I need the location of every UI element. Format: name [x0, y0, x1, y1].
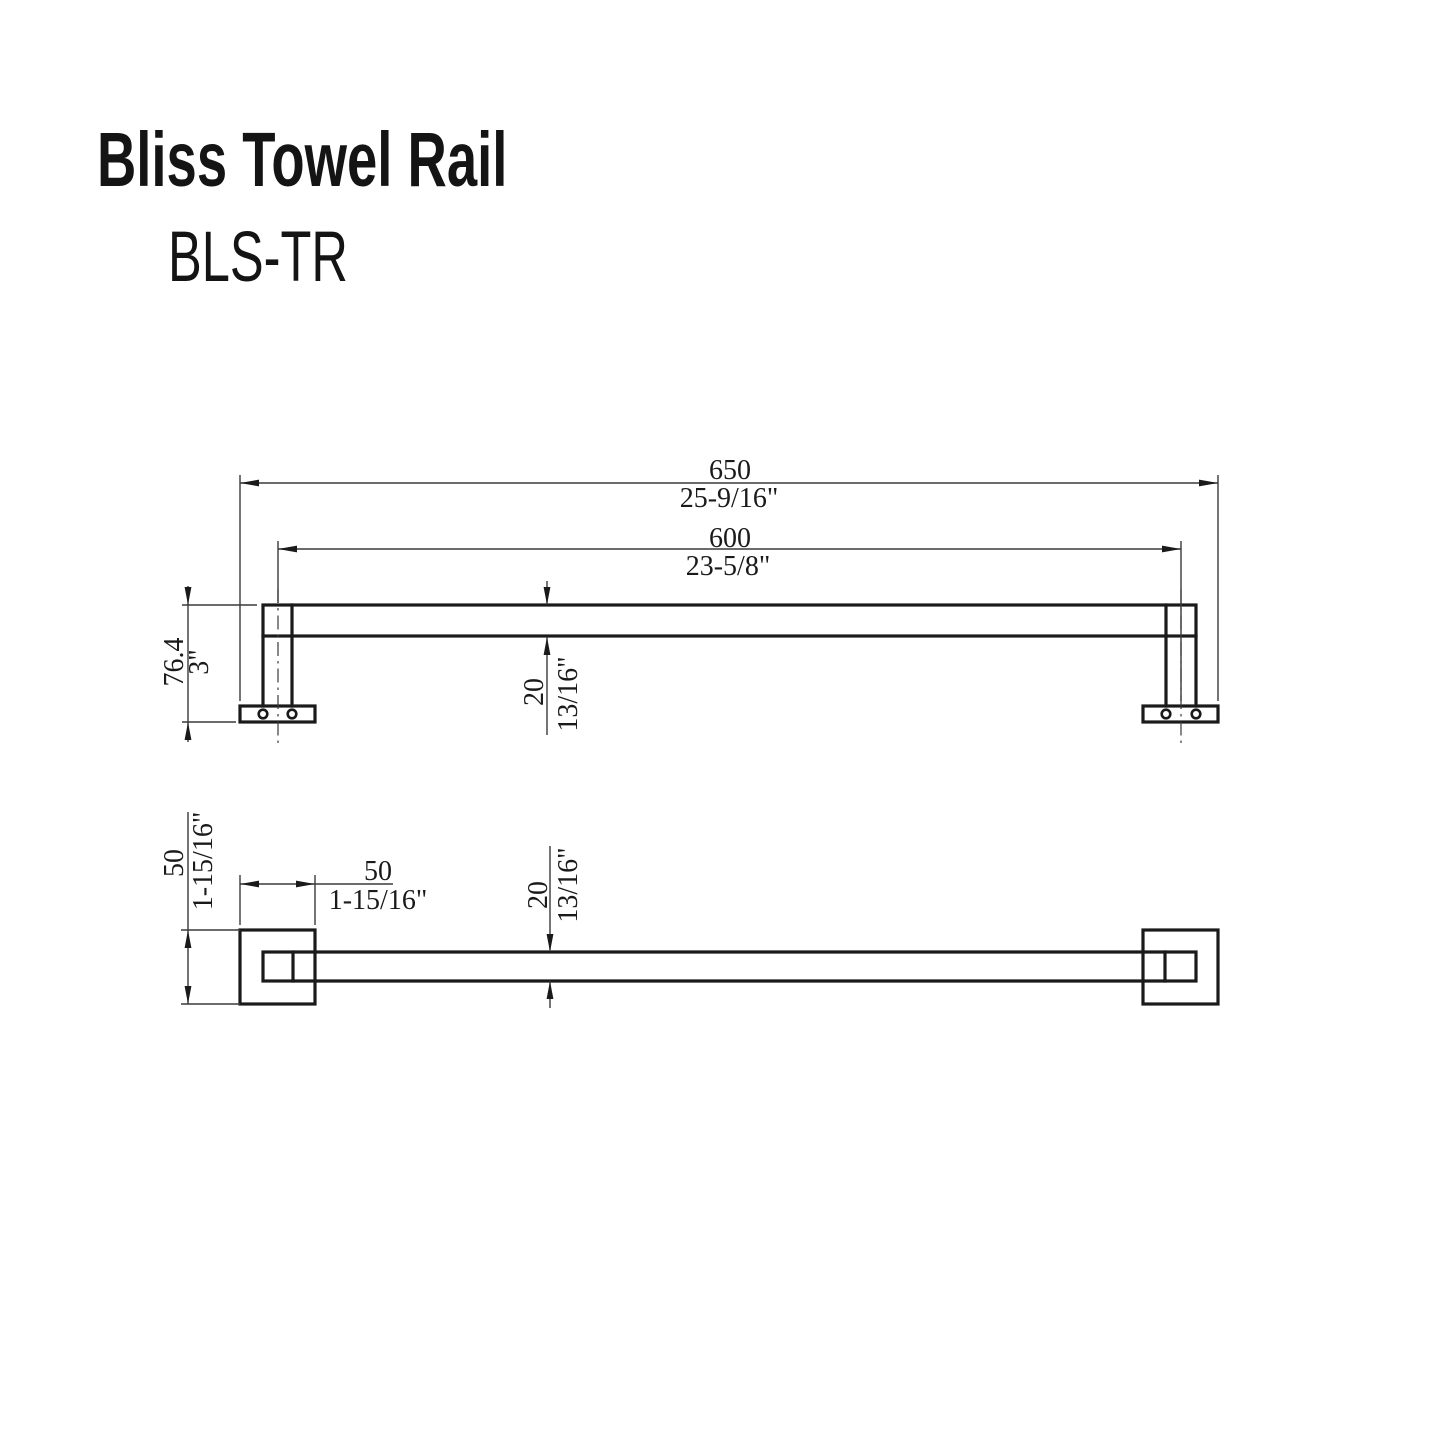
- rail-bar-front: [261, 603, 1198, 638]
- screw-hole: [1190, 708, 1202, 720]
- dim-plate-depth: 50 1-15/16": [159, 812, 240, 1005]
- dim-overall-width: 650 25-9/16": [239, 455, 1219, 701]
- dim-height: 76.4 3": [159, 586, 257, 742]
- dim-label-plate-depth-mm: 50: [159, 849, 190, 877]
- centerlines: [277, 589, 1182, 744]
- front-view: 650 25-9/16" 600 23-5/8" 76.4: [159, 455, 1220, 744]
- dim-label-plate-width-in: 1-15/16": [329, 885, 428, 916]
- dim-plate-width: 50 1-15/16": [239, 856, 428, 925]
- top-view: 50 1-15/16" 50 1-15/16" 20 13/16": [159, 812, 1220, 1008]
- dim-label-bar-top-mm: 20: [523, 881, 554, 909]
- dim-label-centers-in: 23-5/8": [686, 551, 771, 582]
- page-title: Bliss Towel Rail: [97, 118, 507, 203]
- right-plate-top: [1141, 928, 1220, 1006]
- dim-label-bar-top-in: 13/16": [553, 847, 584, 922]
- model-number: BLS-TR: [168, 218, 348, 297]
- dim-label-bar-in: 13/16": [553, 656, 584, 731]
- dim-label-centers-mm: 600: [709, 523, 751, 554]
- dim-center-width: 600 23-5/8": [277, 523, 1182, 701]
- screw-hole: [257, 708, 269, 720]
- dim-label-height-in: 3": [184, 649, 215, 674]
- dim-label-height-mm: 76.4: [159, 638, 190, 687]
- screw-hole: [286, 708, 298, 720]
- dim-label-overall-mm: 650: [709, 455, 751, 486]
- dim-label-plate-depth-in: 1-15/16": [188, 812, 219, 911]
- left-post: [261, 603, 294, 708]
- left-plate-top: [238, 928, 317, 1006]
- dim-label-plate-width-mm: 50: [364, 856, 392, 887]
- dim-bar-top: 20 13/16": [523, 846, 584, 1008]
- screw-hole: [1160, 708, 1172, 720]
- header: Bliss Towel Rail BLS-TR: [97, 118, 507, 297]
- rail-bar-top: [291, 950, 1167, 983]
- dim-label-bar-mm: 20: [519, 678, 550, 706]
- right-post: [1164, 603, 1198, 708]
- dim-label-overall-in: 25-9/16": [680, 483, 779, 514]
- dim-bar-front: 20 13/16": [519, 581, 584, 735]
